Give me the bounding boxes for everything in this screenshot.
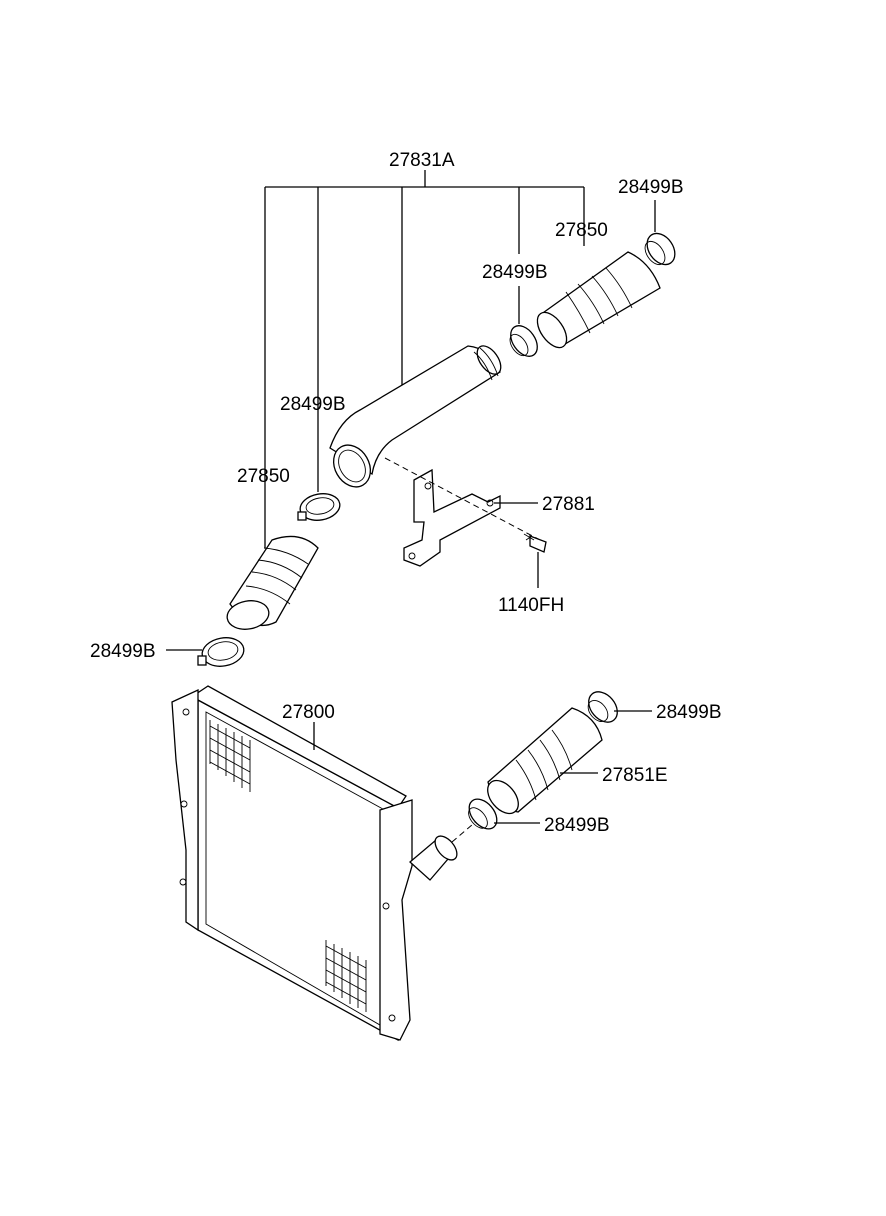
label-clamp-left-upper: 28499B	[280, 394, 346, 415]
label-hose-top-right: 27850	[555, 220, 608, 241]
clamp-right-lower	[468, 798, 498, 830]
clamp-left-lower	[197, 637, 245, 667]
clamp-left-upper	[297, 493, 341, 521]
label-intercooler: 27800	[282, 702, 335, 723]
clamp-right-upper	[587, 691, 618, 723]
label-clamp-right-lower: 28499B	[544, 815, 610, 836]
label-clamp-top-right: 28499B	[618, 177, 684, 198]
bracket	[403, 468, 501, 567]
bolt	[523, 533, 547, 553]
hose-right	[487, 707, 603, 815]
label-hose-left: 27850	[237, 466, 290, 487]
intercooler	[171, 685, 458, 1042]
assembly-leader-tree	[264, 170, 585, 548]
label-clamp-right-upper: 28499B	[656, 702, 722, 723]
label-hose-right: 27851E	[602, 765, 668, 786]
label-clamp-left-lower: 28499B	[90, 641, 156, 662]
clamp-top-right	[644, 232, 676, 266]
label-bracket: 27881	[542, 494, 595, 515]
label-bolt: 1140FH	[498, 595, 564, 616]
label-27831A: 27831A	[389, 150, 455, 171]
hose-top-right	[536, 251, 661, 349]
intake-pipe	[329, 345, 502, 488]
clamp-upper-mid	[509, 325, 538, 357]
hose-left	[226, 535, 319, 630]
label-clamp-upper-mid: 28499B	[482, 262, 548, 283]
